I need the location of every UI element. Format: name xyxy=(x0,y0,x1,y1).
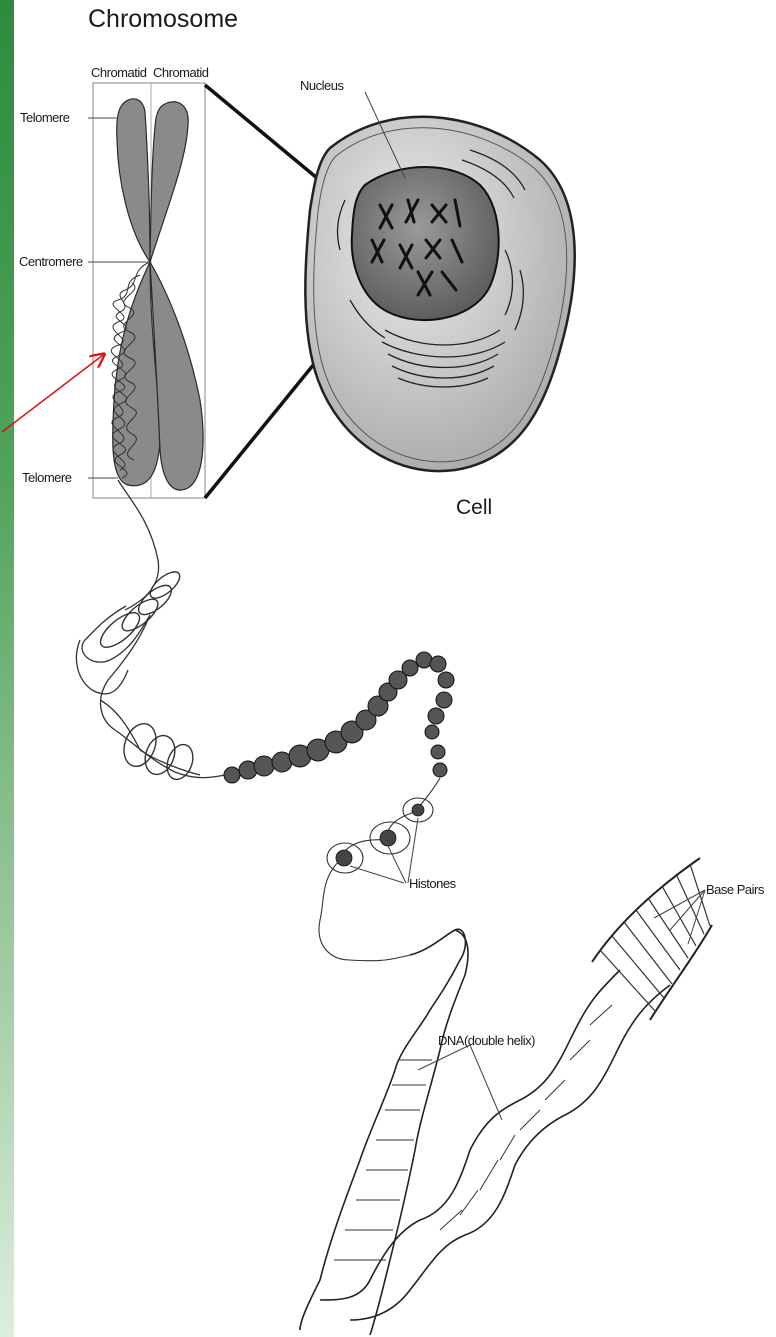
centromere-label: Centromere xyxy=(19,254,83,269)
chromatid-label-left: Chromatid xyxy=(91,65,146,80)
cell-illustration xyxy=(305,92,574,471)
nucleosome-fiber xyxy=(224,652,454,783)
cell-label: Cell xyxy=(456,496,492,520)
chromatid-label-right: Chromatid xyxy=(153,65,208,80)
base-pair-ladder xyxy=(592,858,712,1020)
dna-label: DNA(double helix) xyxy=(438,1033,535,1048)
base-pairs-label: Base Pairs xyxy=(706,882,764,897)
nucleus-label: Nucleus xyxy=(300,78,343,93)
red-arrow xyxy=(2,355,103,432)
dna-double-helix xyxy=(300,929,670,1335)
base-pair-rungs xyxy=(600,864,710,1012)
histones-label: Histones xyxy=(409,876,456,891)
chromosome-title: Chromosome xyxy=(88,5,238,34)
telomere-label-bottom: Telomere xyxy=(22,470,71,485)
telomere-label-top: Telomere xyxy=(20,110,69,125)
chromatin-fiber xyxy=(76,480,225,778)
